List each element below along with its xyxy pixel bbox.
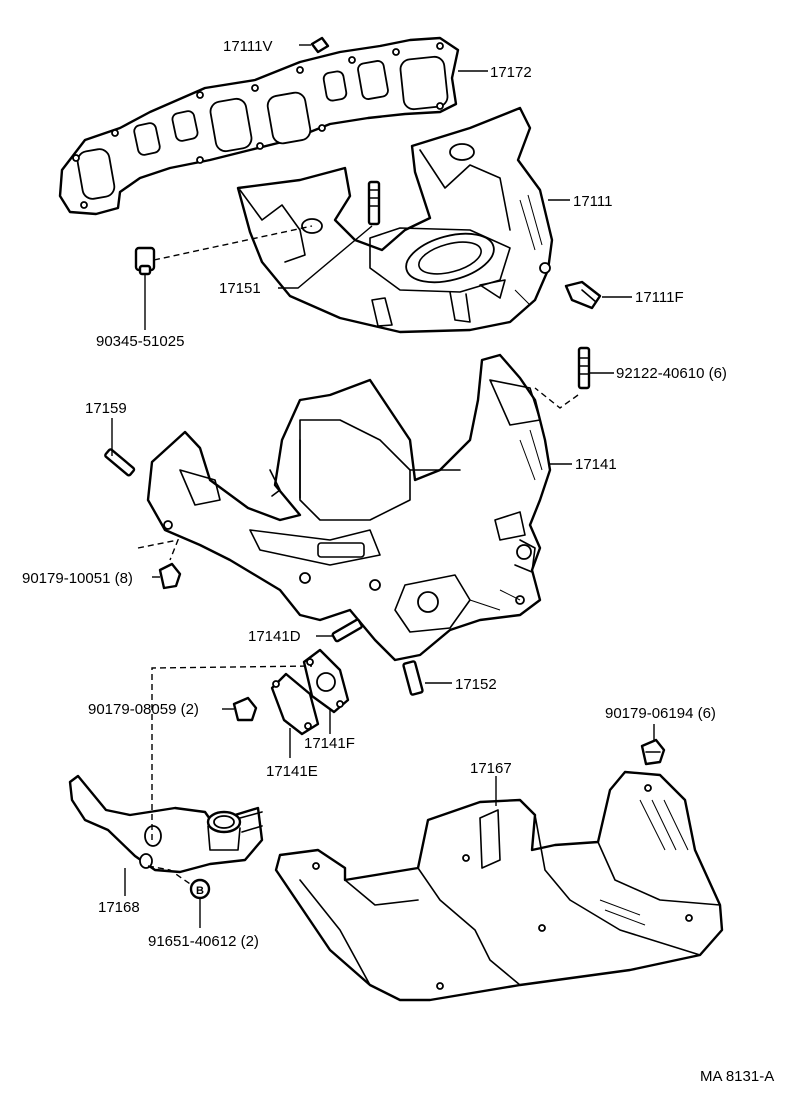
gasket-17141f — [302, 648, 350, 714]
bolt-91651-40612: B — [189, 878, 211, 900]
label-17167: 17167 — [470, 760, 512, 777]
sensor-17111f — [564, 280, 602, 310]
pin-17111v — [310, 36, 330, 54]
label-90179-08059: 90179-08059 (2) — [88, 701, 199, 718]
label-91651-40612: 91651-40612 (2) — [148, 933, 259, 950]
label-17141d: 17141D — [248, 628, 301, 645]
label-17172: 17172 — [490, 64, 532, 81]
gasket-17141e — [270, 672, 320, 736]
exhaust-manifold-17141 — [146, 353, 552, 662]
label-17152: 17152 — [455, 676, 497, 693]
nut-90179-06194 — [640, 738, 666, 766]
diagram-reference-code: MA 8131-A — [700, 1068, 774, 1085]
label-90179-10051: 90179-10051 (8) — [22, 570, 133, 587]
heat-insulator-17168 — [68, 774, 264, 874]
intake-manifold-17111 — [236, 106, 554, 334]
label-17168: 17168 — [98, 899, 140, 916]
manifold-gasket-17172 — [58, 36, 460, 216]
nut-90179-10051 — [158, 562, 182, 590]
label-90179-06194: 90179-06194 (6) — [605, 705, 716, 722]
label-17111: 17111 — [573, 193, 613, 210]
stud-17159 — [104, 448, 136, 477]
heat-insulator-17167 — [274, 770, 724, 1002]
label-92122-40610: 92122-40610 (6) — [616, 365, 727, 382]
stud-17151 — [367, 180, 381, 226]
label-17159: 17159 — [85, 400, 127, 417]
label-17141: 17141 — [575, 456, 617, 473]
label-17111v: 17111V — [223, 38, 273, 55]
stud-92122-40610 — [577, 346, 591, 390]
nut-90179-08059 — [232, 696, 258, 722]
label-90345-51025: 90345-51025 — [96, 333, 184, 350]
label-17111f: 17111F — [635, 289, 684, 306]
label-17141e: 17141E — [266, 763, 318, 780]
label-17141f: 17141F — [304, 735, 355, 752]
stud-17141d — [331, 618, 363, 643]
plug-90345-51025 — [134, 246, 156, 276]
stud-17152 — [402, 660, 424, 696]
label-17151: 17151 — [219, 280, 261, 297]
bolt-mark-label: B — [196, 885, 204, 897]
